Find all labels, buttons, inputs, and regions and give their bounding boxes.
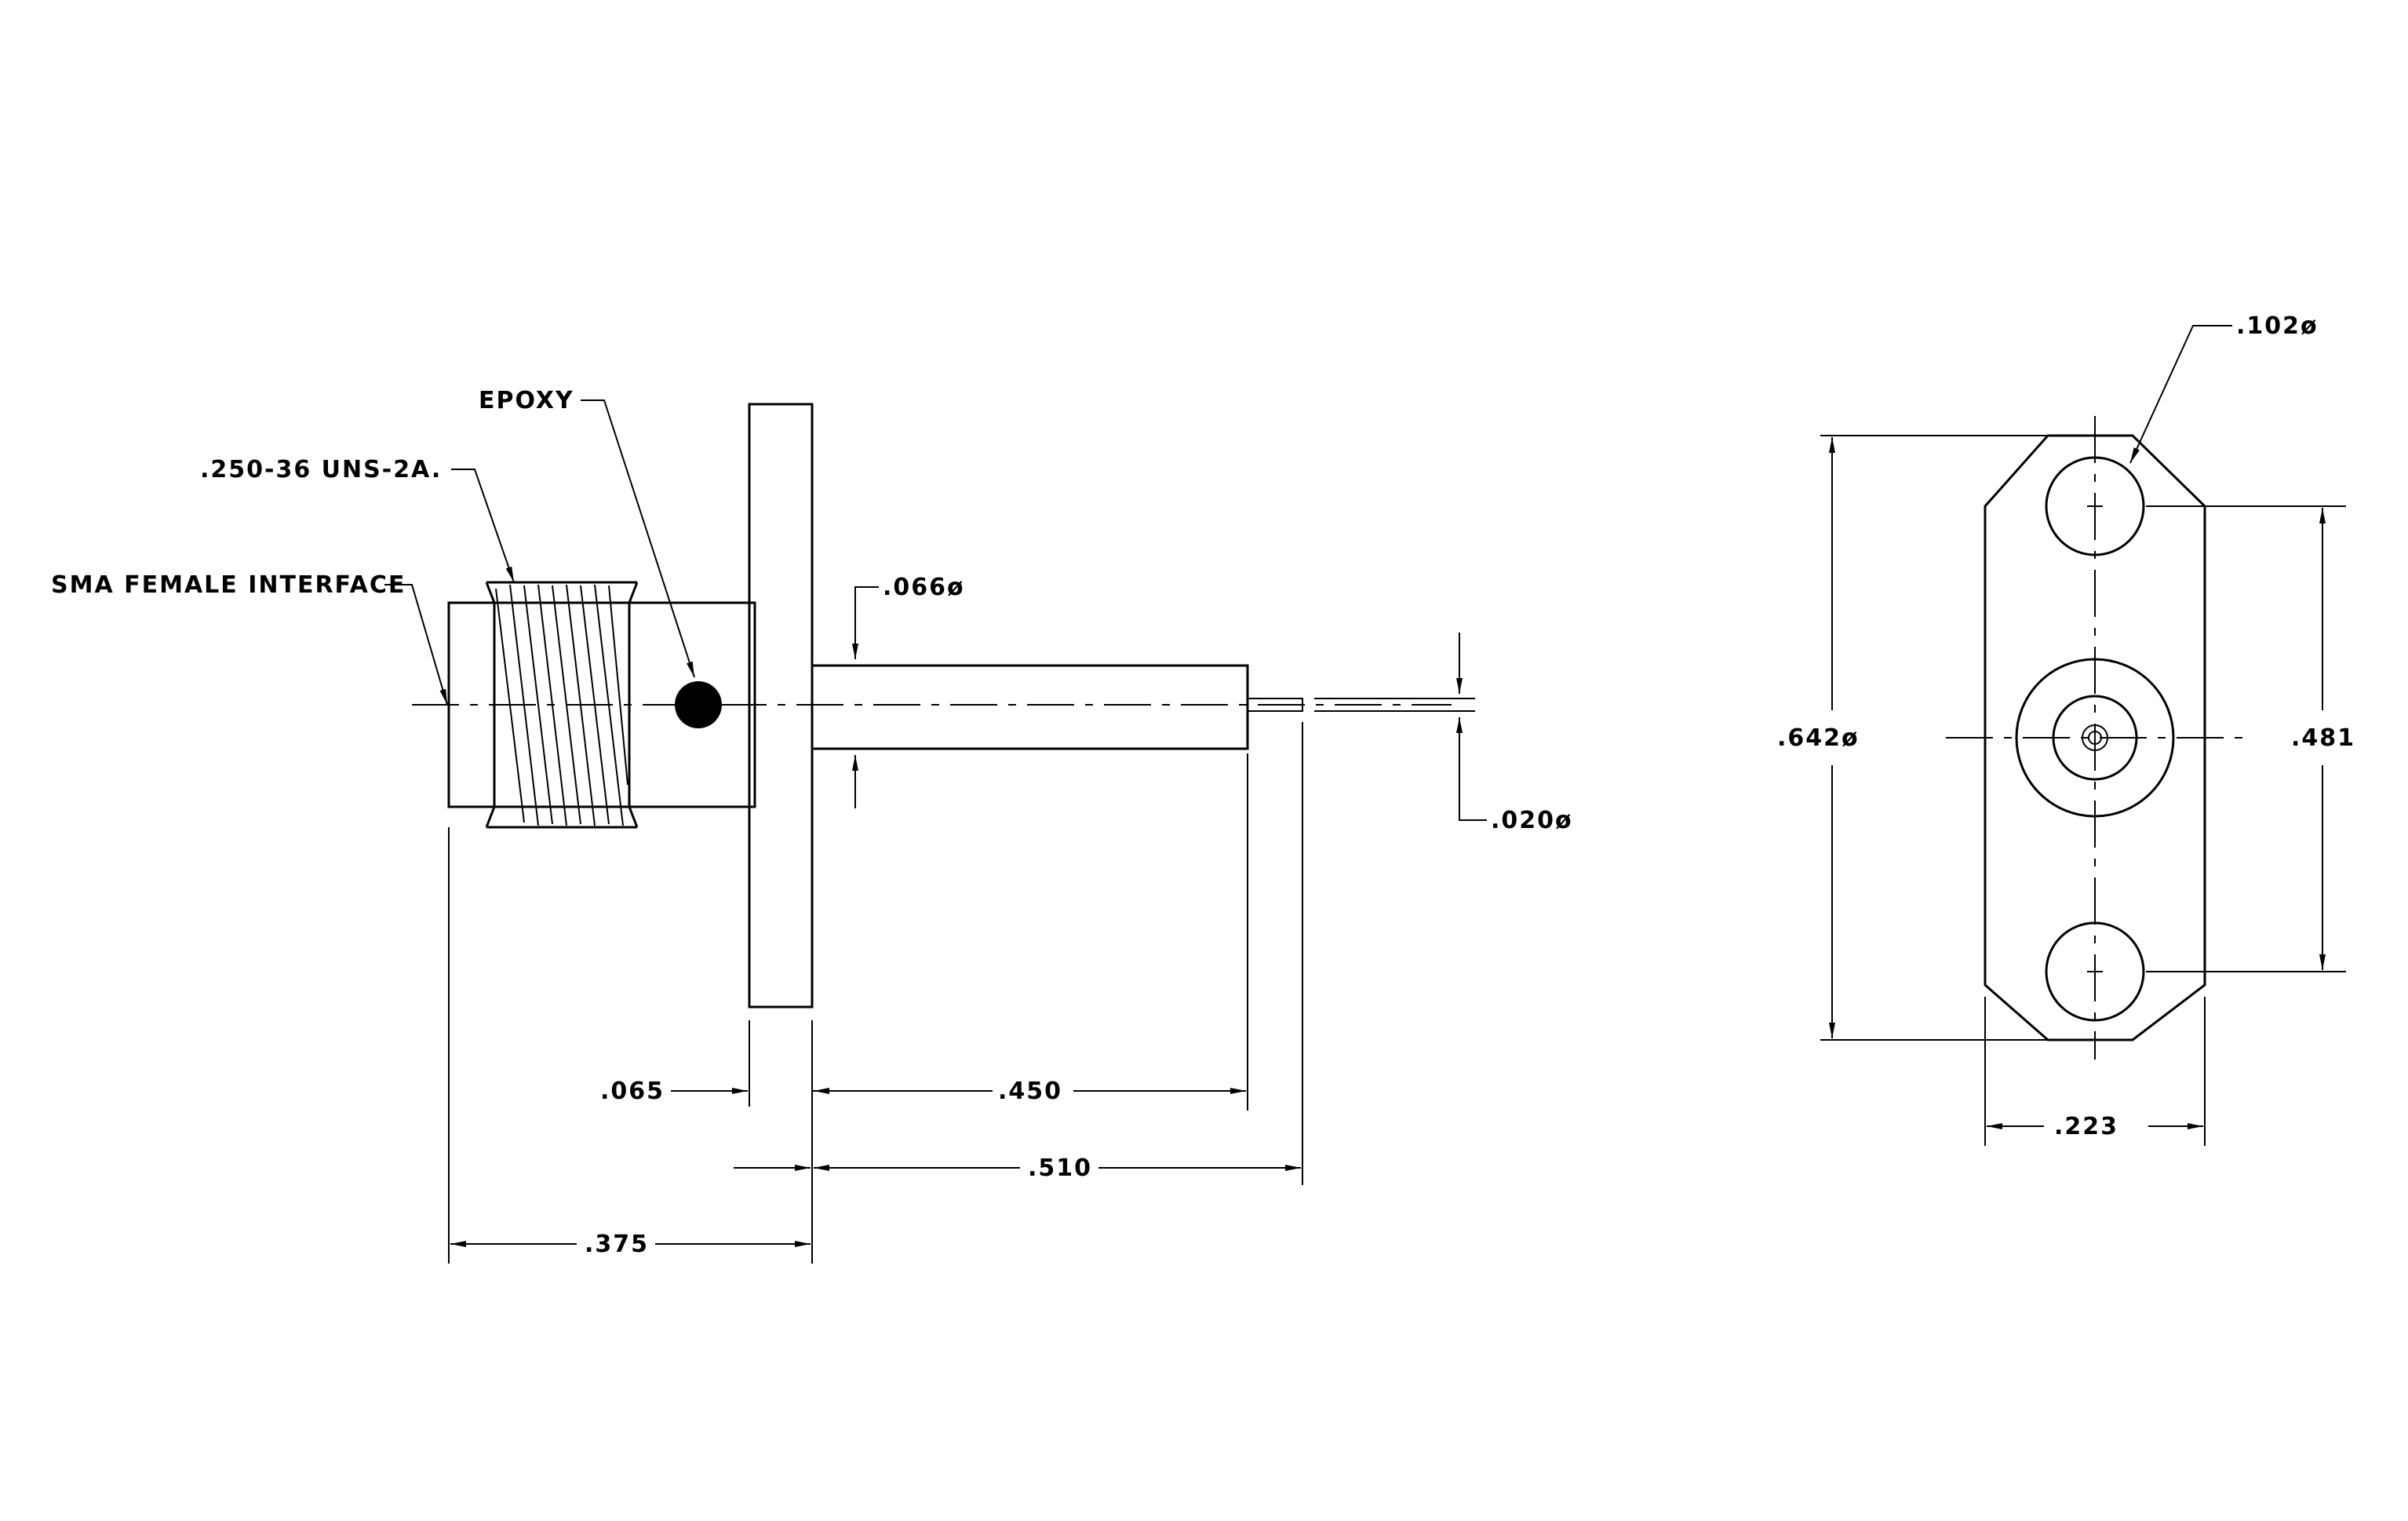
front-view: .102ø .642ø .481 .223 (1777, 312, 2355, 1146)
pin-dia-label: .066ø (883, 574, 965, 601)
interface-label: SMA FEMALE INTERFACE (51, 571, 406, 599)
flange-outline (1984, 434, 2206, 1041)
hole-dia-leader (2129, 325, 2232, 464)
pin-circle (2082, 724, 2108, 751)
front-len-label: .375 (585, 1231, 649, 1258)
pin-len-label: .510 (1028, 1154, 1092, 1182)
rear-body (811, 664, 1249, 750)
side-view: EPOXY .250-36 UNS-2A. SMA FEMALE INTERFA… (51, 387, 1573, 1264)
mounting-hole-top (2045, 456, 2145, 556)
hole-dia-label: .102ø (2236, 312, 2319, 340)
epoxy-leader (581, 399, 695, 678)
interface-body (447, 601, 756, 808)
epoxy-label: EPOXY (479, 387, 574, 414)
thread-label: .250-36 UNS-2A. (200, 456, 442, 483)
tip-dia-leader (1456, 717, 1487, 821)
center-pin (1247, 698, 1303, 712)
thread-leader (451, 469, 515, 583)
thread-region (485, 581, 639, 829)
epoxy-dot (675, 681, 722, 728)
pin-dia-leader (852, 586, 879, 659)
body-len-label: .450 (998, 1078, 1062, 1105)
flange-len-label: .642ø (1777, 724, 1860, 752)
tip-dia-label: .020ø (1491, 807, 1573, 834)
hole-spacing-label: .481 (2291, 724, 2355, 752)
interface-leader (384, 584, 448, 706)
interface-outer (2015, 658, 2175, 818)
flange-width-label: .223 (2054, 1113, 2118, 1140)
mounting-hole-bottom (2045, 921, 2145, 1022)
interface-inner (2052, 695, 2138, 781)
flange-thk-label: .065 (600, 1078, 665, 1105)
